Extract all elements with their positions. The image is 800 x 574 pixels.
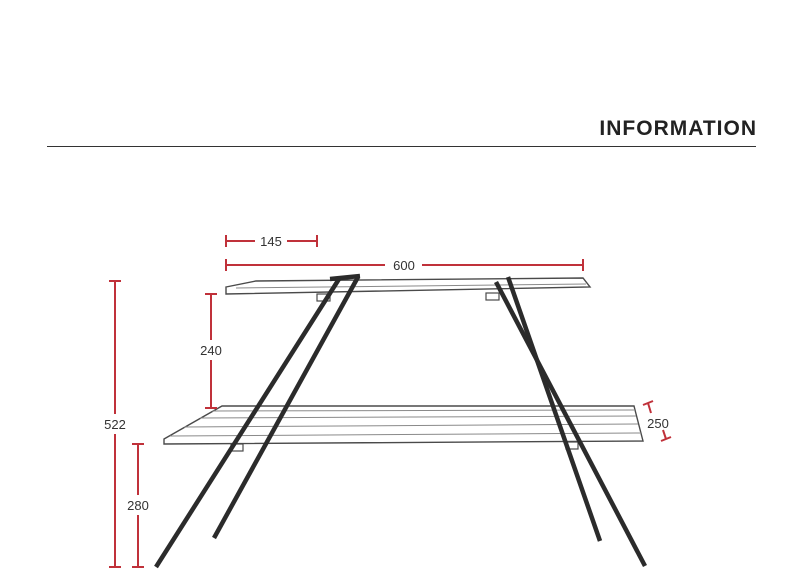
dimension-280: 280 <box>127 443 149 568</box>
section-header: INFORMATION <box>0 0 800 150</box>
frame-legs <box>154 273 647 569</box>
dimension-145: 145 <box>225 234 318 249</box>
lower-slat-line <box>199 415 637 419</box>
dimension-600: 600 <box>225 258 584 273</box>
section-title: INFORMATION <box>599 117 757 140</box>
dimension-label-240: 240 <box>200 343 222 358</box>
dimension-250: 250 <box>642 400 672 442</box>
top-slat-line <box>235 283 587 289</box>
frame-leg-right-front <box>494 280 647 568</box>
top-shelf-bracket <box>485 292 500 301</box>
frame-leg-right-rear <box>505 276 603 542</box>
dimension-522: 522 <box>104 280 126 568</box>
header-divider <box>47 146 756 147</box>
dimension-label-600: 600 <box>393 258 415 273</box>
frame-hinge-left <box>329 273 361 282</box>
lower-slat-line <box>183 423 639 428</box>
dimension-label-250: 250 <box>647 416 669 431</box>
dimension-label-522: 522 <box>104 417 126 432</box>
dimension-label-145: 145 <box>260 234 282 249</box>
dimension-label-280: 280 <box>127 498 149 513</box>
dimension-240: 240 <box>200 293 222 409</box>
top-shelf <box>225 277 592 302</box>
frame-leg-left-front <box>154 277 341 569</box>
frame-leg-left-rear <box>212 275 360 540</box>
